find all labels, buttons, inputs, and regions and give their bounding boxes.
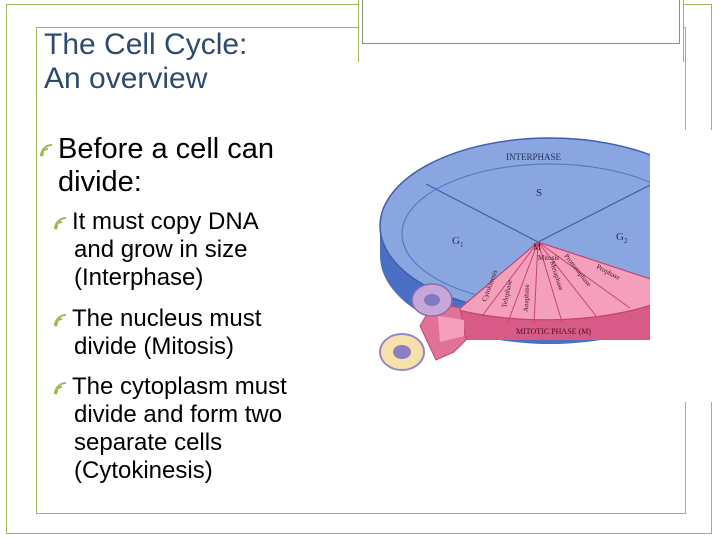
wedge-spoke-6 [537, 241, 631, 309]
label-interphase: INTERPHASE [506, 152, 562, 162]
cell-cycle-diagram: INTERPHASE S G1 G2 M Mitosis Cytokinesis… [379, 137, 720, 371]
label-mitosis: Mitosis [538, 254, 559, 262]
sub-bullet-2: The nucleus must divide (Mitosis) [54, 305, 374, 361]
signal-icon [54, 313, 67, 327]
label-mitotic-phase: MITOTIC PHASE (M) [516, 327, 591, 336]
wedge-spoke-2 [507, 241, 539, 323]
bullet-main: Before a cell can divide: [40, 133, 340, 199]
sub-bullet-1-line-1: It must copy DNA [72, 208, 259, 235]
wedge-spoke-3 [533, 241, 539, 325]
sub-bullet-1-line-3: (Interphase) [74, 264, 204, 291]
slide-title: The Cell Cycle: An overview [44, 28, 247, 96]
sub-bullet-3-line-4: (Cytokinesis) [74, 457, 213, 484]
sub-bullet-1-line-2: and grow in size [74, 236, 248, 263]
signal-icon [40, 144, 53, 157]
daughter-cell-1-nucleus [424, 294, 440, 306]
label-s: S [536, 187, 542, 199]
divider-g1-s [425, 183, 539, 243]
signal-icon [54, 381, 67, 395]
title-line-1: The Cell Cycle: [44, 28, 248, 61]
right-white-margin [650, 130, 720, 402]
label-anaphase: Anaphase [522, 284, 531, 312]
signal-icon [54, 216, 67, 230]
sub-bullet-3-line-1: The cytoplasm must [72, 373, 287, 400]
daughter-cell-2-nucleus [393, 345, 411, 359]
label-m: M [533, 242, 541, 252]
wedge-spoke-4 [537, 241, 563, 323]
label-g2: G2 [616, 231, 628, 245]
sub-bullet-2-line-2: divide (Mitosis) [74, 333, 235, 360]
sub-bullet-3-line-2: divide and form two [74, 401, 283, 428]
label-g1: G1 [452, 235, 464, 249]
wedge-spoke-5 [537, 241, 597, 317]
title-line-2: An overview [44, 62, 208, 95]
sub-bullet-3-line-3: separate cells [74, 429, 223, 456]
mitotic-arrow-face [438, 316, 464, 342]
divider-s-g2 [537, 179, 661, 243]
wedge-spoke-1 [481, 241, 539, 317]
sub-bullet-1: It must copy DNA and grow in size (Inter… [54, 208, 374, 292]
sub-bullet-3: The cytoplasm must divide and form two s… [54, 373, 374, 485]
top-accent-box [362, 0, 680, 44]
bullet-main-line-2: divide: [58, 166, 142, 198]
sub-bullet-2-line-1: The nucleus must [72, 305, 262, 332]
bullet-main-line-1: Before a cell can [58, 133, 275, 165]
